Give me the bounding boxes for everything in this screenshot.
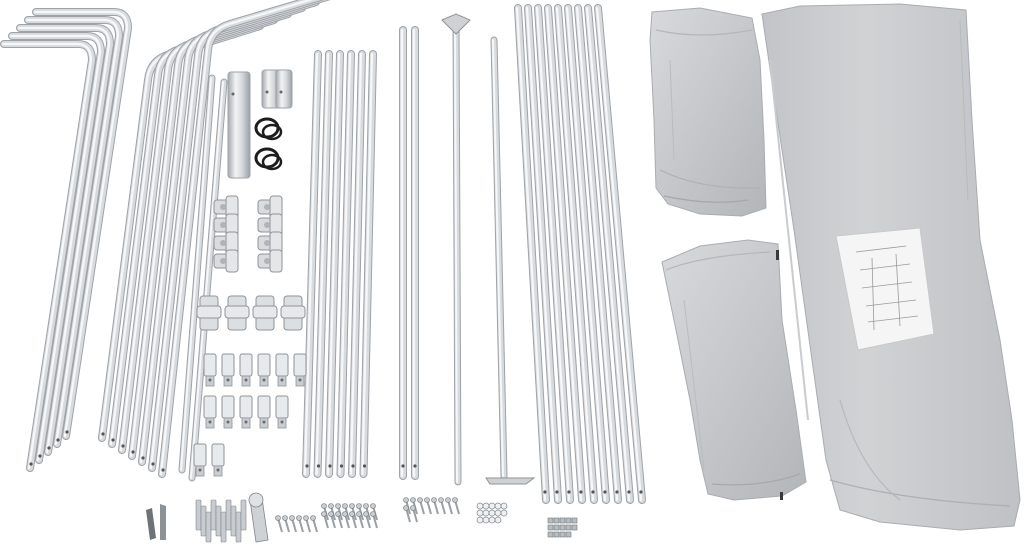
bracket [193,443,207,477]
panel-tab [776,250,779,260]
bracket [293,353,307,387]
nut-pile [547,517,578,538]
straight-pole [411,26,419,480]
l-shaped-pole [24,16,123,448]
straight-pole [534,4,574,504]
straight-pole [325,50,344,478]
connector-parts [196,69,306,331]
l-shaped-pole [0,40,96,472]
straight-pole [564,4,610,504]
bracket [239,395,253,429]
washer-pile [476,502,508,524]
cover-panels [649,3,1021,531]
stake-pole [452,18,462,486]
four-way-connector [257,213,283,237]
connector-tube [275,69,293,109]
bracket [275,395,289,429]
bent-pole [188,78,228,482]
straight-pole [584,4,634,504]
l-shaped-pole [32,8,132,440]
four-way-connector [213,195,239,219]
bent-pole [158,0,325,478]
four-way-connector [213,231,239,255]
four-way-connector [257,249,283,273]
straight-pole [302,50,322,478]
straight-pole [336,50,355,478]
stake-base-plate [441,13,471,35]
straight-pole [524,4,562,504]
straight-pole [399,26,407,480]
straight-pole [594,4,646,504]
hex-key [146,504,166,540]
bent-pole [178,74,216,474]
t-connector [280,295,306,331]
straight-pole [313,50,333,478]
folded-cover-panel-bottom [661,239,807,501]
screw-set [321,503,378,529]
t-connector [196,295,222,331]
l-shaped-pole [16,24,114,456]
cable-tie [254,147,283,171]
bracket [221,353,235,387]
stake-base-plate [485,477,536,485]
cable-tie [254,117,283,141]
wrench [248,492,269,543]
t-connector [252,295,278,331]
l-shaped-poles [0,8,132,472]
bracket [203,353,217,387]
t-connector [224,295,250,331]
bracket [221,395,235,429]
bracket [211,443,225,477]
four-way-connector [213,213,239,237]
four-way-connector [213,249,239,273]
straight-pole [544,4,586,504]
screw-set [275,515,318,533]
bolt-pile [195,499,247,543]
straight-pole [574,4,622,504]
straight-pole [514,4,550,504]
bracket [257,395,271,429]
straight-pole [359,50,377,478]
bracket [275,353,289,387]
straight-pole [348,50,366,478]
instruction-sheet [835,227,935,351]
panel-tab [780,492,783,500]
straight-pole [554,4,598,504]
four-way-connector [257,231,283,255]
bracket [203,395,217,429]
bent-poles [98,0,331,482]
connector-tube [227,71,251,179]
bracket [257,353,271,387]
small-hardware [146,353,578,543]
screw-set [403,497,460,523]
stake-pole [490,36,508,480]
folded-cover-panel-top [649,7,767,217]
l-shaped-pole [8,32,105,464]
bracket [239,353,253,387]
straight-poles [302,4,646,504]
